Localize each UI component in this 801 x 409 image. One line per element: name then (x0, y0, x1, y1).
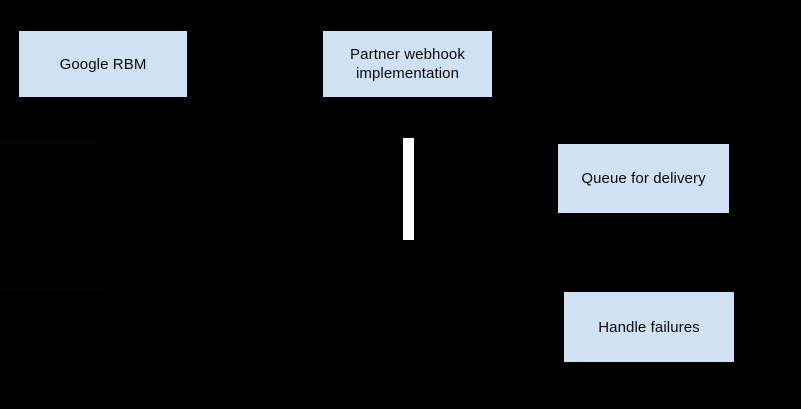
node-google-rbm[interactable]: Google RBM (19, 31, 187, 97)
node-queue-for-delivery[interactable]: Queue for delivery (558, 144, 729, 213)
faint-rule-left (0, 142, 103, 143)
node-partner-webhook-implementation-label: Partner webhook implementation (350, 46, 465, 82)
webhook-to-queue-connector[interactable] (403, 138, 414, 240)
node-handle-failures[interactable]: Handle failures (564, 292, 734, 362)
node-handle-failures-label: Handle failures (598, 318, 700, 336)
node-partner-webhook-implementation[interactable]: Partner webhook implementation (323, 31, 492, 97)
node-queue-for-delivery-label: Queue for delivery (581, 170, 706, 187)
node-google-rbm-label: Google RBM (59, 55, 147, 73)
faint-rule-left-lower (0, 288, 103, 289)
